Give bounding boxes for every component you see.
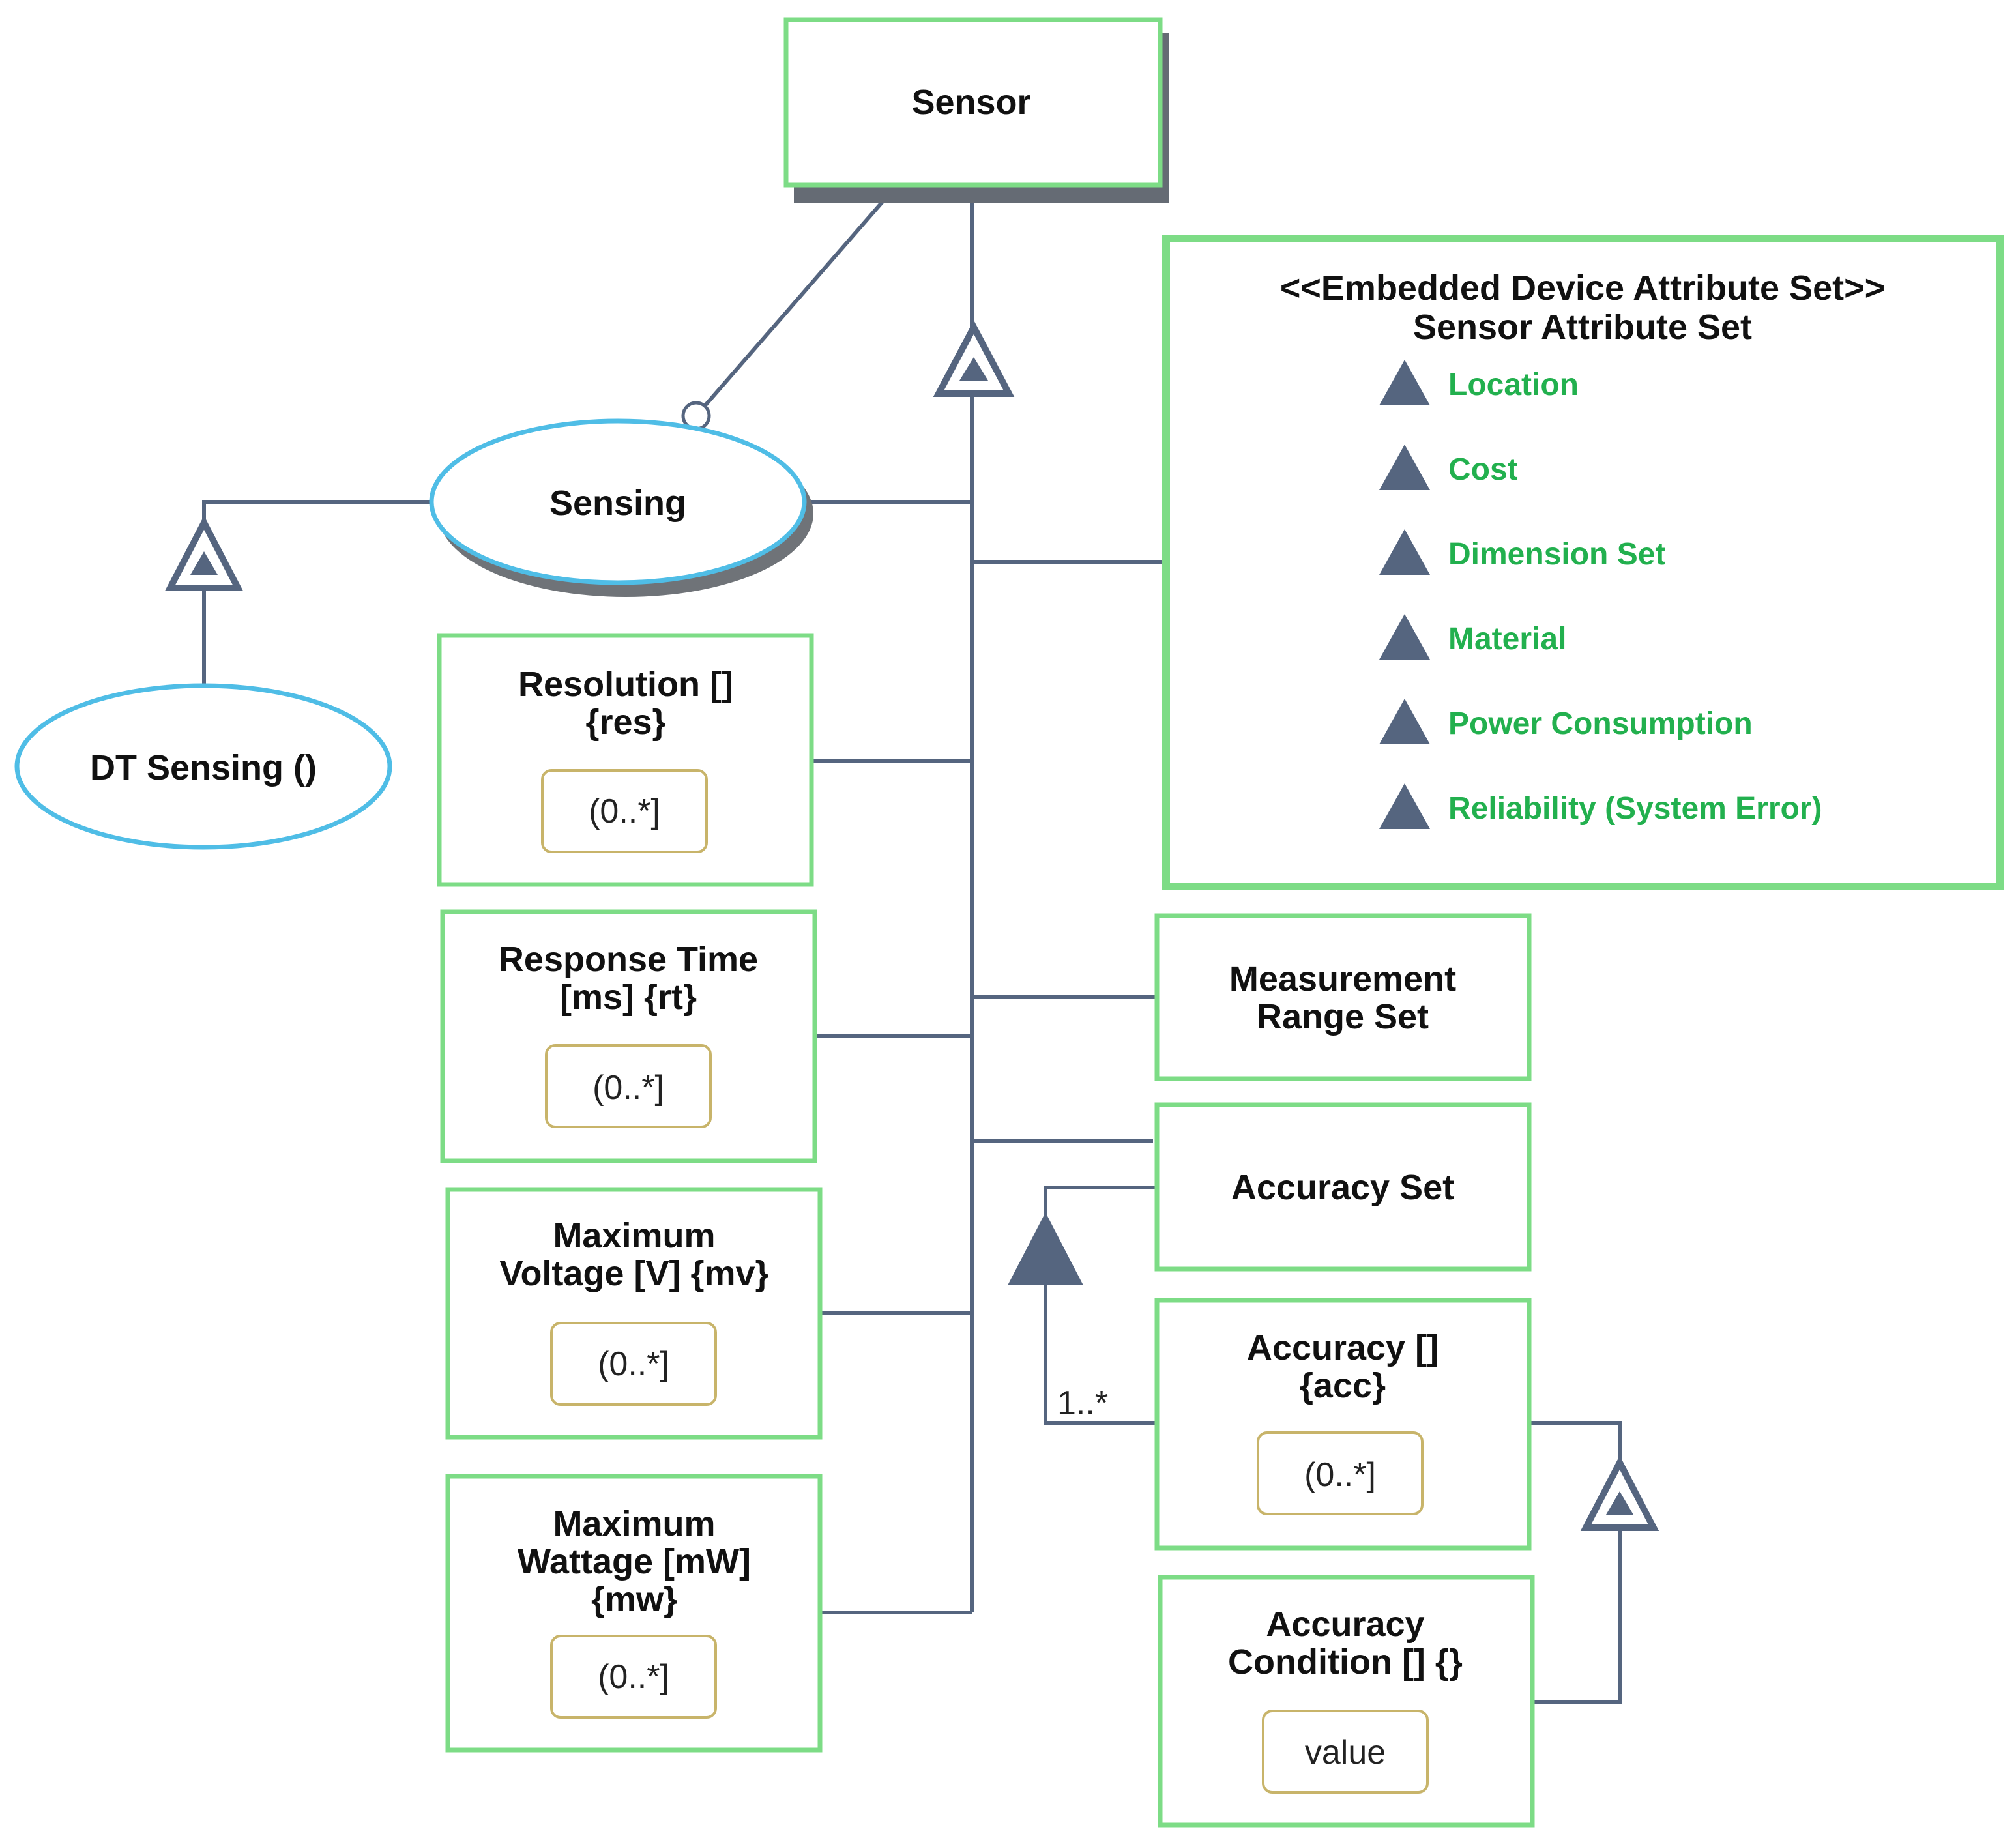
attribute-set-name: Sensor Attribute Set xyxy=(1413,308,1752,347)
measurement-range-line2: Range Set xyxy=(1257,997,1429,1036)
accuracy-title-line1: Accuracy [] xyxy=(1247,1328,1439,1367)
response-time-title-line2: [ms] {rt} xyxy=(560,978,697,1017)
sensor-generalization-inner xyxy=(959,357,988,381)
sensor-box[interactable]: Sensor xyxy=(783,17,1169,203)
accuracy-composition-triangle xyxy=(1008,1212,1083,1285)
dt-sensing-shape xyxy=(14,683,392,850)
accuracy-set-frame xyxy=(1154,1102,1532,1272)
attribute-item[interactable]: Cost xyxy=(1448,452,1518,487)
accuracy-box[interactable]: Accuracy [] {acc} (0..*] xyxy=(1154,1298,1532,1551)
attribute-set-frame xyxy=(1162,235,2004,890)
attribute-set-box[interactable]: <<Embedded Device Attribute Set>> Sensor… xyxy=(1162,235,2004,890)
attribute-icon xyxy=(1379,699,1430,744)
attribute-icon xyxy=(1379,614,1430,660)
resolution-multiplicity: (0..*] xyxy=(589,793,660,830)
dt-sensing-connector xyxy=(202,500,431,684)
connectors xyxy=(202,182,1622,1704)
sensing-shape xyxy=(429,418,807,585)
max-voltage-box[interactable]: Maximum Voltage [V] {mv} (0..*] xyxy=(445,1187,823,1440)
response-time-box[interactable]: Response Time [ms] {rt} (0..*] xyxy=(440,909,817,1163)
max-wattage-box[interactable]: Maximum Wattage [mW] {mw} (0..*] xyxy=(445,1474,823,1753)
attribute-item[interactable]: Dimension Set xyxy=(1448,537,1665,572)
attribute-item[interactable]: Power Consumption xyxy=(1448,707,1753,741)
dt-sensing-generalization-inner xyxy=(190,551,218,575)
max-wattage-title-line2: Wattage [mW] xyxy=(518,1542,751,1581)
attribute-icon xyxy=(1379,360,1430,405)
accuracy-condition-value-box[interactable] xyxy=(1262,1710,1429,1794)
resolution-multiplicity-box[interactable] xyxy=(541,769,708,853)
max-wattage-multiplicity-box[interactable] xyxy=(550,1635,717,1719)
max-voltage-title-line1: Maximum xyxy=(553,1216,715,1255)
attribute-set-stereotype: <<Embedded Device Attribute Set>> xyxy=(1280,269,1885,308)
resolution-title-line1: Resolution [] xyxy=(518,665,733,704)
accuracy-condition-value: value xyxy=(1305,1734,1386,1772)
accuracy-condition-generalization-inner xyxy=(1606,1491,1633,1515)
max-wattage-multiplicity: (0..*] xyxy=(598,1658,669,1696)
accuracy-condition-connector xyxy=(1527,1421,1622,1704)
accuracy-multiplicity-box[interactable] xyxy=(1257,1431,1424,1515)
attribute-list: Location Cost Dimension Set Material Pow… xyxy=(1379,360,1822,829)
sensor-box-frame xyxy=(783,17,1163,188)
accuracy-multiplicity: (0..*] xyxy=(1304,1456,1376,1494)
dt-sensing-label: DT Sensing () xyxy=(90,748,317,787)
max-voltage-multiplicity-box[interactable] xyxy=(550,1322,717,1406)
resolution-title-line2: {res} xyxy=(585,703,665,742)
dt-sensing-ellipse[interactable]: DT Sensing () xyxy=(14,683,392,850)
attribute-item[interactable]: Location xyxy=(1448,368,1579,402)
measurement-range-frame xyxy=(1154,913,1532,1081)
accuracy-set-label: Accuracy Set xyxy=(1231,1168,1454,1207)
attribute-item[interactable]: Material xyxy=(1448,622,1566,656)
attribute-item[interactable]: Reliability (System Error) xyxy=(1448,791,1822,826)
response-time-title-line1: Response Time xyxy=(499,940,758,979)
accuracy-condition-line1: Accuracy xyxy=(1266,1605,1424,1644)
sensing-label: Sensing xyxy=(549,484,686,523)
accuracy-condition-line2: Condition [] {} xyxy=(1228,1642,1463,1682)
accuracy-set-box[interactable]: Accuracy Set xyxy=(1154,1102,1532,1272)
response-time-multiplicity: (0..*] xyxy=(592,1069,664,1107)
response-time-multiplicity-box[interactable] xyxy=(545,1044,712,1128)
sensing-ellipse[interactable]: Sensing xyxy=(429,418,813,597)
accuracy-composition-line xyxy=(1044,1186,1157,1425)
attribute-icon xyxy=(1379,445,1430,490)
max-wattage-title-line3: {mw} xyxy=(591,1580,677,1619)
sensor-label: Sensor xyxy=(911,83,1030,122)
sensor-to-sensing-interface xyxy=(694,182,900,417)
max-wattage-title-line1: Maximum xyxy=(553,1504,715,1543)
accuracy-title-line2: {acc} xyxy=(1300,1366,1386,1405)
max-voltage-title-line2: Voltage [V] {mv} xyxy=(499,1254,768,1293)
max-voltage-multiplicity: (0..*] xyxy=(598,1345,669,1383)
attribute-icon xyxy=(1379,529,1430,575)
measurement-range-line1: Measurement xyxy=(1229,959,1456,999)
composition-multiplicity-label: 1..* xyxy=(1057,1384,1108,1422)
measurement-range-box[interactable]: Measurement Range Set xyxy=(1154,913,1532,1081)
resolution-box[interactable]: Resolution [] {res} (0..*] xyxy=(437,633,814,887)
accuracy-condition-box[interactable]: Accuracy Condition [] {} value xyxy=(1158,1575,1535,1828)
generalization-markers xyxy=(164,320,1659,1531)
attribute-icon xyxy=(1379,783,1430,829)
